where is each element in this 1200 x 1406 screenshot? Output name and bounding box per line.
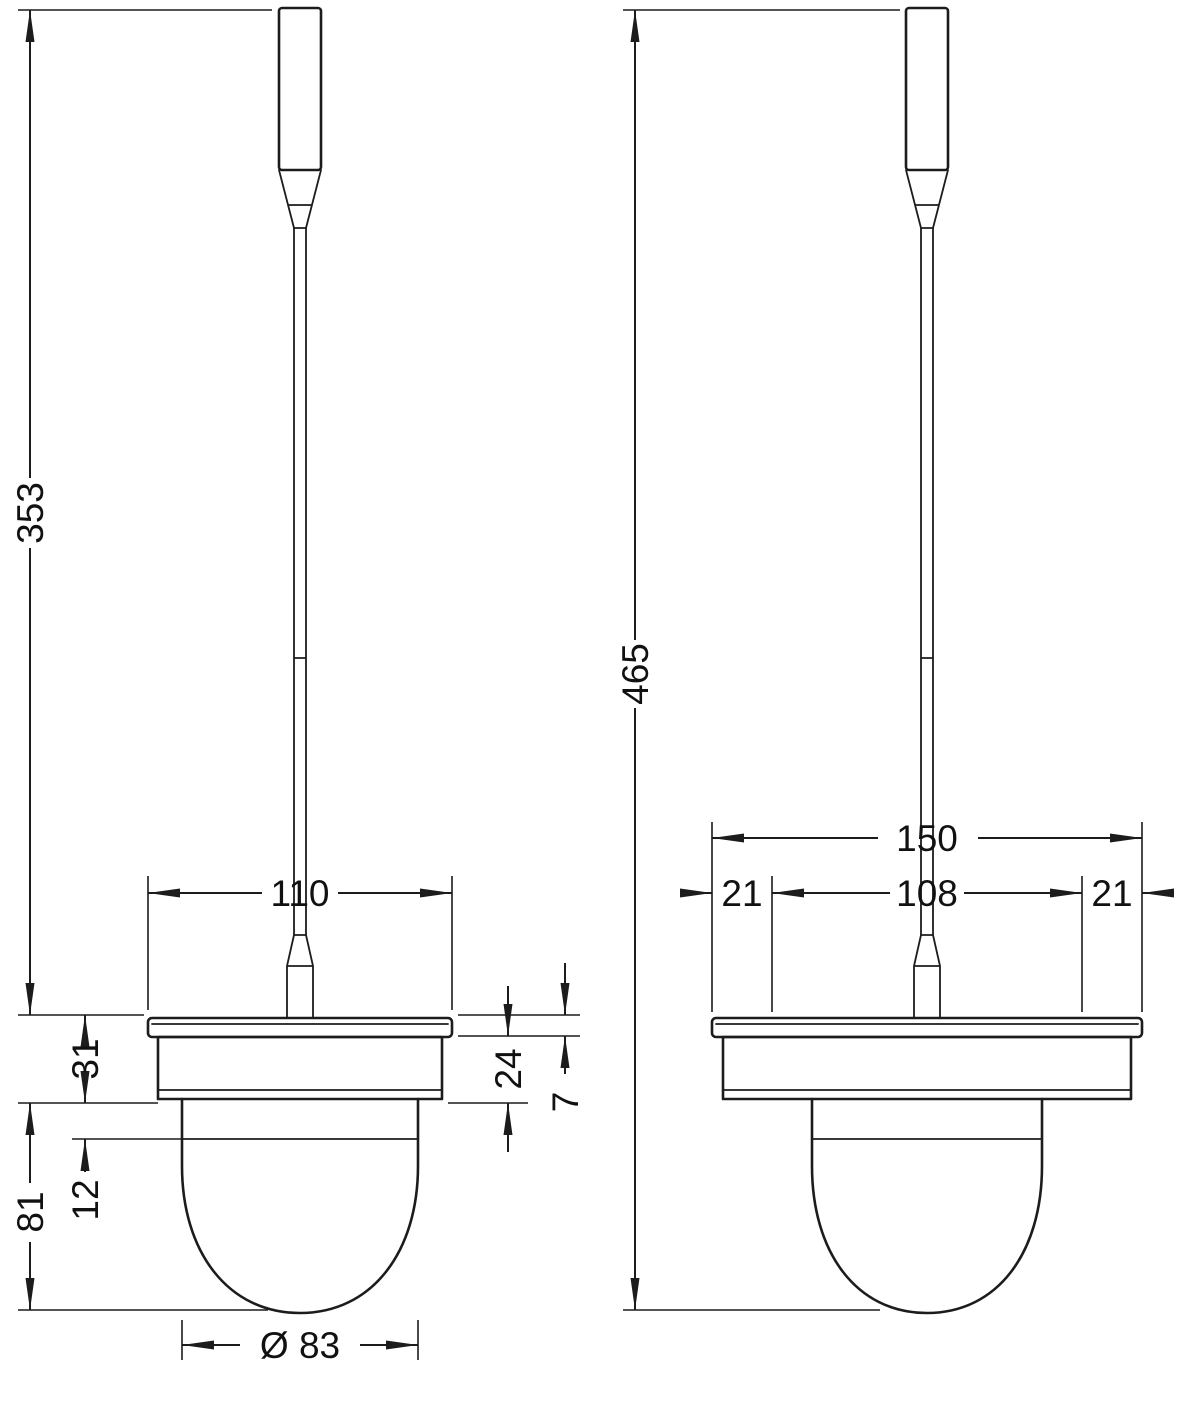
extension-line — [18, 9, 272, 1016]
extension-line — [448, 1035, 580, 1104]
handle-grip-outline — [904, 6, 950, 172]
bowl-outline — [810, 1097, 1044, 1315]
wall-plate-bar — [710, 1016, 1144, 1039]
dim-front-plate-width: 110 — [147, 873, 453, 1010]
holder-ring-body — [156, 1035, 444, 1101]
extension-line — [181, 1320, 419, 1360]
dim-plate-body-depth: 24 — [448, 986, 580, 1152]
wall-plate-bar — [146, 1016, 454, 1039]
holder-ring-body — [721, 1035, 1133, 1101]
dim-bowl-diameter: Ø 83 — [181, 1320, 419, 1366]
dim-label: 108 — [896, 873, 958, 914]
extension-line — [623, 9, 900, 1311]
shaft-collar-lines — [286, 934, 314, 1019]
dim-label: 110 — [271, 873, 330, 914]
dim-label: 81 — [10, 1191, 51, 1232]
dim-label: Ø 83 — [260, 1325, 340, 1366]
dim-label: 21 — [721, 873, 762, 914]
extension-line — [18, 1102, 268, 1311]
dim-bowl-height: 81 — [10, 1102, 268, 1311]
extension-line — [771, 876, 1083, 1012]
dimensions: 353 81 31 12 24 — [10, 9, 1174, 1366]
dim-side-overall-height: 465 — [615, 9, 900, 1311]
front-view — [146, 6, 454, 1315]
handle-taper-lines — [278, 169, 322, 229]
dim-label: 465 — [615, 643, 656, 705]
shaft-lines — [293, 227, 307, 936]
extension-line — [147, 876, 453, 1010]
dim-plate-depth-total: 31 — [65, 1015, 106, 1103]
handle-taper-lines — [905, 169, 949, 229]
dim-label: 12 — [65, 1179, 106, 1220]
dim-bowl-rim-offset: 12 — [65, 1138, 182, 1221]
dim-plate-lip-depth: 7 — [458, 963, 586, 1112]
dim-side-plate-width: 150 — [711, 818, 1143, 1012]
bowl-outline — [180, 1097, 420, 1315]
dim-label: 353 — [10, 482, 51, 544]
dim-label: 21 — [1091, 873, 1132, 914]
shaft-collar-lines — [913, 934, 941, 1019]
dim-label: 150 — [896, 818, 958, 859]
dim-label: 31 — [65, 1038, 106, 1079]
dim-side-offsets: 21 108 21 — [680, 873, 1174, 1012]
handle-grip-outline — [277, 6, 323, 172]
extension-line — [711, 822, 1143, 1012]
shaft-lines — [920, 227, 934, 936]
dim-front-overall-height: 353 — [10, 9, 272, 1016]
side-view — [710, 6, 1144, 1315]
dim-label: 24 — [488, 1048, 529, 1089]
dim-label: 7 — [545, 1092, 586, 1113]
